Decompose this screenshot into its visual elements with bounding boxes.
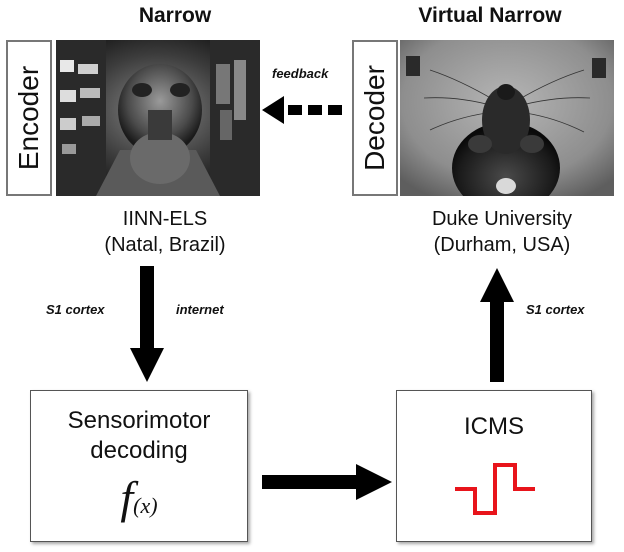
left-s1-cortex-label: S1 cortex — [46, 302, 105, 317]
left-caption-line1: IINN-ELS — [122, 208, 208, 230]
decoder-label-box: Decoder — [352, 40, 398, 196]
sensorimotor-decoding-box: Sensorimotor decoding f(x) — [30, 390, 248, 542]
left-caption-line2: (Natal, Brazil) — [104, 234, 226, 256]
icms-pulse-icon — [455, 463, 535, 515]
encoder-label-box: Encoder — [6, 40, 52, 196]
virtual-narrow-title: Virtual Narrow — [418, 4, 562, 27]
formula-f: f — [120, 472, 134, 523]
narrow-title: Narrow — [138, 4, 212, 27]
right-caption-line2: (Durham, USA) — [433, 234, 571, 256]
decoder-label: Decoder — [359, 65, 390, 171]
formula-x: (x) — [133, 493, 158, 518]
sensorimotor-line2: decoding — [90, 437, 188, 464]
icms-label: ICMS — [464, 413, 524, 440]
narrow-rat-photo — [56, 40, 260, 196]
feedback-dash-3 — [328, 105, 342, 115]
right-caption: Duke University (Durham, USA) — [390, 206, 614, 258]
encoder-label: Encoder — [13, 65, 45, 171]
narrow-rat-image — [56, 40, 260, 196]
right-s1-cortex-label: S1 cortex — [526, 302, 585, 317]
formula: f(x) — [31, 471, 247, 524]
virtual-narrow-rat-image — [400, 40, 614, 196]
feedback-dash-1 — [288, 105, 302, 115]
feedback-label: feedback — [272, 66, 329, 81]
sensorimotor-line1: Sensorimotor — [67, 407, 211, 434]
feedback-dash-2 — [308, 105, 322, 115]
right-caption-line1: Duke University — [431, 208, 573, 230]
virtual-narrow-rat-photo — [400, 40, 614, 196]
icms-box: ICMS — [396, 390, 592, 542]
feedback-arrowhead — [262, 96, 284, 124]
s1-cortex-down-arrow — [130, 266, 164, 382]
feedback-arrow — [262, 96, 342, 124]
decoding-to-icms-arrow — [262, 464, 392, 500]
internet-label: internet — [176, 302, 224, 317]
s1-cortex-up-arrow — [480, 268, 514, 382]
left-caption: IINN-ELS (Natal, Brazil) — [60, 206, 270, 258]
